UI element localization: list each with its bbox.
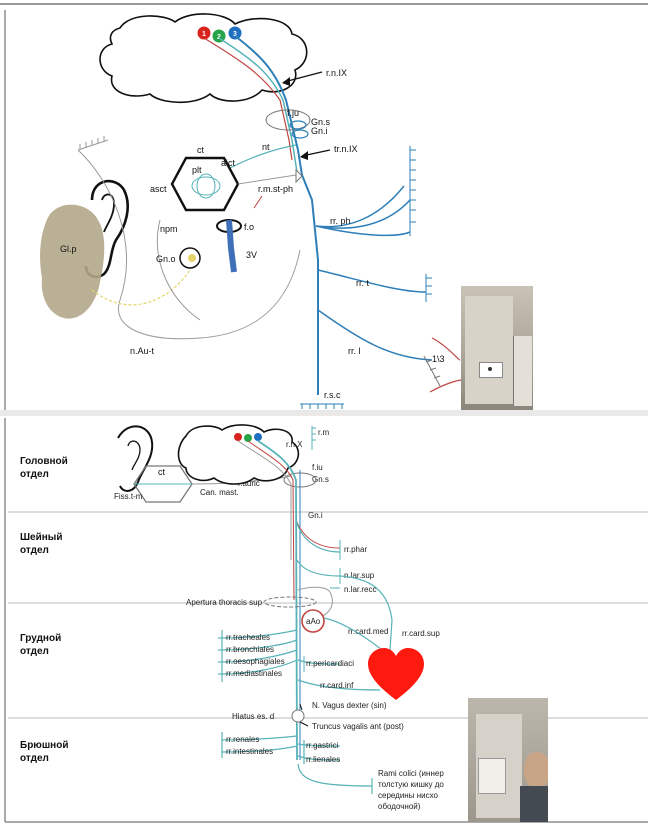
diagram-label: ct	[158, 467, 166, 477]
diagram-label: rr.pericardiaci	[306, 659, 354, 668]
diagram-label: Gn.s	[311, 117, 331, 127]
diagram-label: tr.n.IX	[334, 144, 358, 154]
diagram-label: 3	[233, 31, 237, 38]
nerve-ix-trunk	[234, 35, 319, 395]
diagram-label: r.m	[318, 428, 329, 437]
tympanic-cavity-hexagon	[170, 156, 240, 212]
diagram-label: rr.intestinales	[226, 747, 273, 756]
diagram-label: 1\3	[432, 354, 445, 364]
diagram-label: rr.card.med	[348, 627, 388, 636]
diagram-label: rr.oesophagiales	[226, 657, 285, 666]
diagram-label: rr.phar	[344, 545, 367, 554]
diagram-label: Apertura thoracis sup	[186, 598, 263, 607]
video-thumbnail-top	[461, 286, 533, 410]
diagram-label: plt	[192, 165, 202, 175]
panel-vagus: Головной отдел Шейный отдел Грудной отде…	[4, 418, 648, 823]
nucleus-dot-blue	[228, 26, 242, 40]
diagram-label: середины нисхо	[378, 791, 438, 800]
mandibular-nerve	[226, 219, 237, 273]
diagram-label: 1	[202, 31, 206, 38]
diagram-label: Головной	[20, 456, 68, 467]
diagram-label: asct	[150, 184, 167, 194]
diagram-label: f.iu	[312, 463, 323, 472]
diagram-label: rr.tracheales	[226, 633, 270, 642]
diagram-label: 3V	[246, 250, 257, 260]
diagram-label: aict	[221, 158, 236, 168]
diagram-label: rr. ph	[330, 216, 351, 226]
diagram-label: r.s.c	[324, 390, 341, 400]
diagram-label: N. Vagus dexter (sin)	[312, 701, 387, 710]
diagram-label: nt	[262, 142, 270, 152]
panel-glossopharyngeal: 1 2 3 r.n.IX f.ju Gn.s Gn.i nt tr.n.IX c…	[0, 0, 648, 410]
diagram-label: n.lar.recc	[344, 585, 376, 594]
diagram-label: r.n.IX	[326, 68, 347, 78]
diagram-label: Gn.i	[311, 126, 328, 136]
diagram-label: Fiss.t-m	[114, 492, 143, 501]
nucleus-dot-red	[197, 26, 211, 40]
diagram-label: отдел	[20, 545, 49, 556]
diagram-label: rr.mediastinales	[226, 669, 282, 678]
diagram-label: Грудной	[20, 633, 61, 644]
diagram-label: rr.gastrici	[306, 741, 339, 750]
diagram-label: f.ju	[287, 108, 299, 118]
diagram-label: Gn.i	[308, 511, 323, 520]
diagram-label: Брюшной	[20, 740, 68, 751]
diagram-label: Шейный	[20, 532, 63, 543]
video-thumbnail-bottom	[468, 698, 548, 822]
aorta-circle	[301, 609, 325, 633]
diagram-label: npm	[160, 224, 178, 234]
hiatus-circle	[291, 709, 305, 723]
diagram-label: Gl.p	[60, 244, 77, 254]
nuclei-dots: 1 2 3	[197, 26, 242, 43]
diagram-label: rr.card.sup	[402, 629, 440, 638]
diagram-label: rr.renales	[226, 735, 259, 744]
brain-outline	[99, 13, 308, 104]
diagram-label: Gn.s	[312, 475, 329, 484]
diagram-label: n.Au-t	[130, 346, 155, 356]
diagram-label: Can. mast.	[200, 488, 239, 497]
diagram-label: rr. t	[356, 278, 369, 288]
diagram-label: rr.card.inf	[320, 681, 354, 690]
diagram-label: Truncus vagalis ant (post)	[312, 722, 404, 731]
diagram-label: толстую кишку до	[378, 780, 444, 789]
diagram-label: отдел	[20, 646, 49, 657]
diagram-label: rr. l	[348, 346, 361, 356]
parotid-gland	[40, 204, 105, 319]
diagram-label: отдел	[20, 753, 49, 764]
foramen-jugulare	[265, 109, 311, 131]
diagram-label: ободочной)	[378, 802, 421, 811]
diagram-label: r.auric	[238, 479, 260, 488]
diagram-label: 2	[217, 34, 221, 41]
diagram-label: rr.lienales	[306, 755, 340, 764]
diagram-label: rr.bronchiales	[226, 645, 274, 654]
diagram-label: aAo	[306, 617, 321, 626]
diagram-label: n.lar.sup	[344, 571, 375, 580]
diagram-label: f.o	[244, 222, 254, 232]
person-head	[524, 752, 548, 788]
diagram-label: r.m.st-ph	[258, 184, 293, 194]
diagram-label: Gn.o	[156, 254, 176, 264]
diagram-label: Rami colici (иннер	[378, 769, 444, 778]
heart-shape	[368, 648, 424, 700]
diagram-label: ct	[197, 145, 205, 155]
diagram-label: r.n.X	[286, 440, 303, 449]
diagram-label: отдел	[20, 469, 49, 480]
diagram-label: Hiatus es. d	[232, 712, 274, 721]
